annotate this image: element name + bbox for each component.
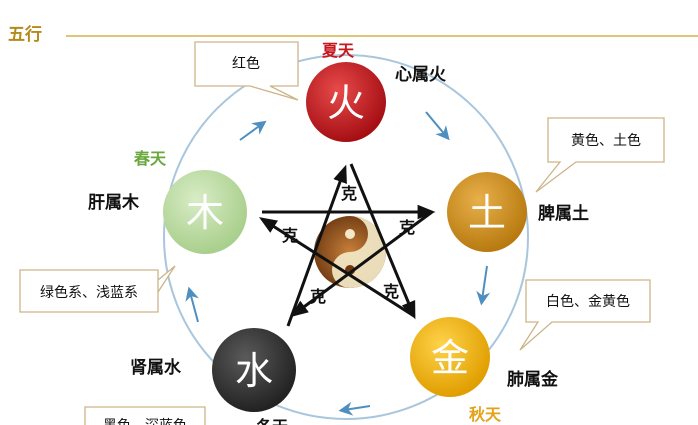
wood-season-label: 春天 xyxy=(133,149,167,168)
cycle-arrow-water-wood xyxy=(185,286,199,323)
cycle-arrow-fire-earth xyxy=(425,111,450,141)
ke-line-fire-metal xyxy=(349,163,416,320)
metal-element-glyph: 金 xyxy=(431,336,469,380)
water-element-circle xyxy=(212,328,296,412)
fire-element-glyph: 火 xyxy=(327,81,365,125)
fire-colors-callout xyxy=(194,41,299,101)
ke-line-earth-water xyxy=(290,210,433,318)
earth-element-circle xyxy=(447,172,527,252)
fire-organ-label: 心属火 xyxy=(395,65,447,85)
ke-line-water-fire xyxy=(286,164,347,327)
controlling-star xyxy=(258,163,436,327)
ke-label-top: 克 xyxy=(341,184,357,203)
generating-cycle-ring xyxy=(163,54,529,420)
water-colors-label: 黑色、深蓝色 xyxy=(103,417,187,425)
wood-colors-label: 绿色系、浅蓝系 xyxy=(40,284,138,301)
yin-yang-symbol xyxy=(314,216,386,288)
wood-element-circle xyxy=(163,170,247,254)
earth-colors-label: 黄色、土色 xyxy=(571,132,641,149)
wood-element-glyph: 木 xyxy=(186,191,224,235)
fire-colors-label: 红色 xyxy=(232,55,260,72)
metal-organ-label: 肺属金 xyxy=(507,369,559,390)
winter-season-label-partial: 冬天 xyxy=(256,417,289,425)
cycle-arrow-wood-fire xyxy=(239,120,267,141)
cycle-arrow-earth-metal xyxy=(476,265,491,306)
metal-element-circle xyxy=(410,317,490,397)
water-element-glyph: 水 xyxy=(235,349,273,393)
ke-line-metal-wood xyxy=(258,217,415,318)
water-organ-label: 肾属水 xyxy=(130,357,182,378)
fire-element-circle xyxy=(306,62,386,142)
ke-label-bottom-left: 克 xyxy=(310,287,326,306)
wood-colors-callout xyxy=(19,265,176,313)
water-colors-callout xyxy=(84,406,206,425)
fire-season-label: 夏天 xyxy=(321,41,355,60)
wood-organ-label: 肝属木 xyxy=(88,192,140,213)
cycle-arrow-metal-water xyxy=(338,401,371,416)
earth-organ-label: 脾属土 xyxy=(538,203,589,224)
metal-colors-label: 白色、金黄色 xyxy=(546,293,630,310)
header-title: 五行 xyxy=(8,24,42,45)
ke-label-left: 克 xyxy=(282,226,298,245)
metal-colors-callout xyxy=(519,279,651,351)
earth-element-glyph: 土 xyxy=(468,191,506,235)
earth-colors-callout xyxy=(535,117,665,193)
metal-season-label: 秋天 xyxy=(469,405,502,424)
ke-label-bottom-right: 克 xyxy=(383,282,399,301)
ke-label-right: 克 xyxy=(399,218,415,237)
